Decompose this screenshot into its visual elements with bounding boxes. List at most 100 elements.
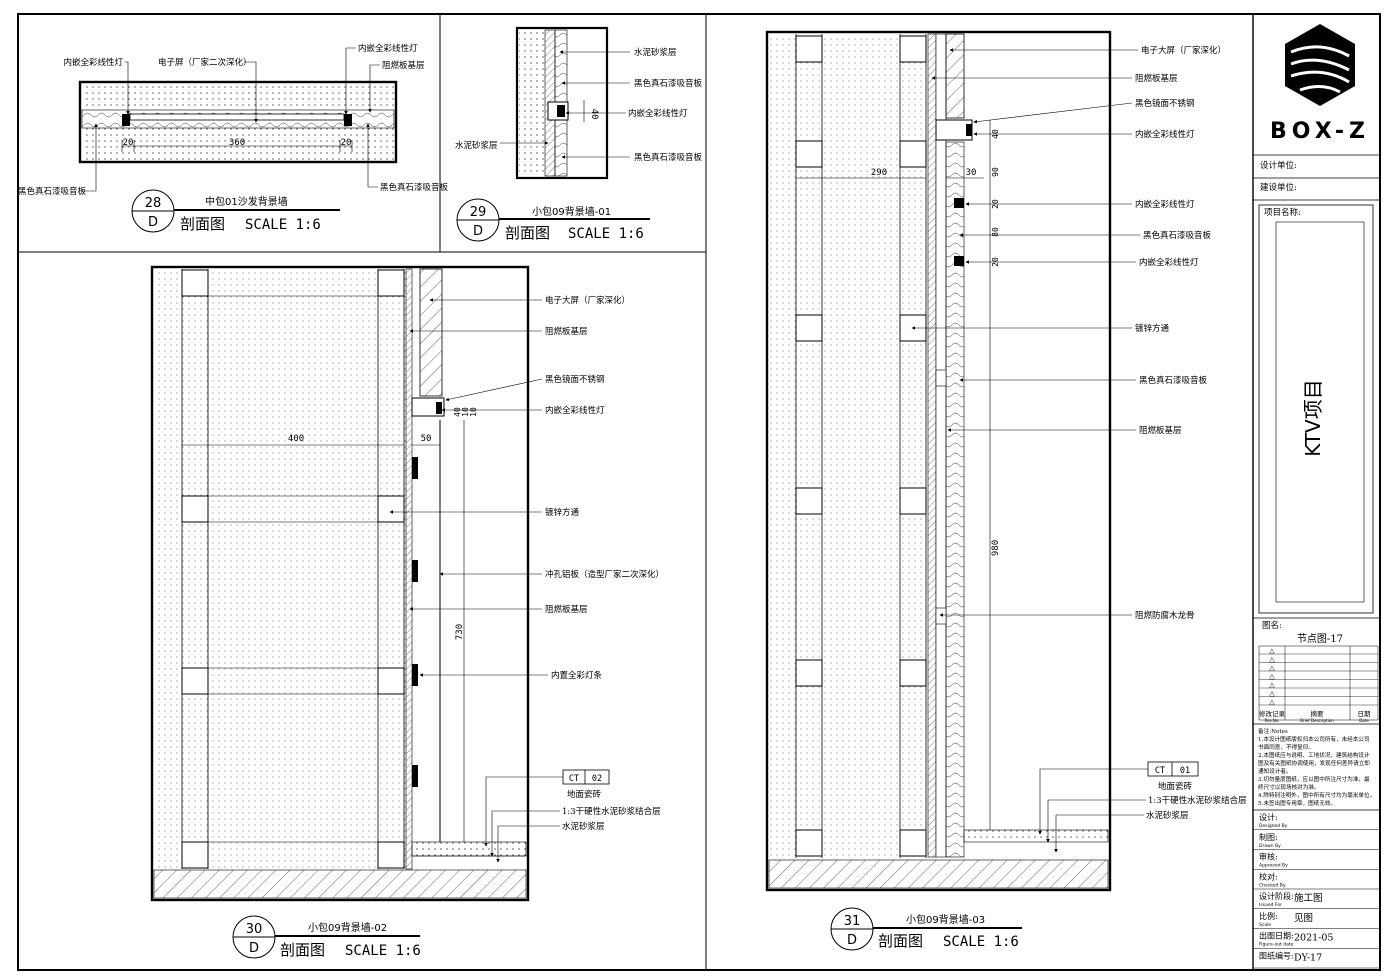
note-line: 4.除特别注明外，图中所有尺寸均为毫米单位。 bbox=[1258, 791, 1375, 799]
revision-mark-header: 修改记录 bbox=[1259, 709, 1286, 718]
led-profile-right bbox=[344, 114, 352, 126]
detail-scale: SCALE 1:6 bbox=[568, 226, 644, 242]
detail-title: 剖面图 bbox=[505, 224, 550, 242]
wall-section-outline bbox=[765, 30, 1112, 892]
leader-label: 1:3干硬性水泥砂浆结合层 bbox=[1148, 795, 1247, 806]
title-block: BOX-Z 设计单位: 建设单位: 项目名称: KTV项目 图名: 节点图-17… bbox=[1253, 24, 1380, 969]
sheet-frame bbox=[17, 13, 1381, 971]
detail-name: 小包09背景墙-02 bbox=[308, 921, 387, 934]
leader-label: 黑色镜面不锈钢 bbox=[1135, 98, 1195, 109]
dim-text: 980 bbox=[991, 540, 1001, 556]
detail-number: 28 bbox=[145, 196, 162, 211]
screen-panel bbox=[129, 113, 345, 121]
info-row-label-en: Drawn By bbox=[1259, 843, 1281, 849]
leader-label: 黑色真石漆吸音板 bbox=[634, 152, 703, 163]
revision-mark-header-en: Rev.No. bbox=[1264, 718, 1279, 723]
brand-logo: BOX-Z bbox=[1270, 24, 1365, 144]
leader-label: 内嵌全彩线性灯 bbox=[1139, 257, 1199, 268]
fire-board-layer bbox=[927, 33, 937, 858]
floor-tile-layer bbox=[411, 841, 527, 857]
revision-desc-header-en: Brief Description bbox=[1300, 718, 1334, 723]
note-line: 书面同意，不得复印。 bbox=[1258, 743, 1314, 751]
leader-label: 内嵌全彩线性灯 bbox=[628, 108, 688, 119]
leader-label: 电子屏（厂家二次深化） bbox=[158, 57, 252, 68]
leader-label: 阻燃防腐木龙骨 bbox=[1135, 610, 1195, 621]
leader-label: 水泥砂浆层 bbox=[562, 821, 605, 832]
galvanized-tube-row bbox=[181, 269, 405, 869]
screen-section bbox=[419, 268, 443, 397]
revision-mark: △ bbox=[1269, 673, 1275, 681]
dim-text: 30 bbox=[966, 168, 977, 178]
wall-section-outline bbox=[515, 26, 609, 180]
leader-label: 内置全彩灯条 bbox=[551, 670, 603, 681]
info-row-label: 图纸编号: bbox=[1259, 950, 1294, 960]
info-row-label-en: Scale bbox=[1259, 922, 1271, 928]
note-line: 通知设计者。 bbox=[1258, 767, 1292, 775]
acoustic-board bbox=[945, 141, 965, 858]
floor-slab bbox=[768, 859, 1109, 889]
info-row-value: DY-17 bbox=[1294, 952, 1322, 963]
material-number: 01 bbox=[1180, 766, 1190, 776]
dim-text: 360 bbox=[229, 138, 245, 148]
info-row-label-en: Checked By bbox=[1259, 882, 1286, 888]
detail-title: 剖面图 bbox=[180, 215, 225, 233]
detail-28: 20 360 20 内嵌全彩线性灯 电子屏（厂家二次深化） 内嵌全彩线性灯 阻燃… bbox=[18, 43, 449, 233]
leader-label: 水泥砂浆层 bbox=[634, 47, 677, 58]
info-row-value: 见图 bbox=[1294, 913, 1313, 924]
revision-date-header-en: Date bbox=[1359, 718, 1369, 723]
material-code: CT bbox=[569, 774, 579, 784]
leader-label: 内嵌全彩线性灯 bbox=[1135, 129, 1195, 140]
info-row-label: 制图: bbox=[1259, 832, 1278, 842]
drawing-name: 节点图-17 bbox=[1297, 633, 1343, 645]
leader-label: 阻燃板基层 bbox=[1135, 73, 1178, 84]
note-line: 3.切勿量度图纸，应以图中所注尺寸为准，最 bbox=[1258, 775, 1370, 783]
dim-text: 80 bbox=[991, 227, 1000, 237]
dim-text: 290 bbox=[871, 168, 887, 178]
fire-board-layer bbox=[405, 268, 413, 870]
revision-mark: △ bbox=[1269, 690, 1275, 698]
dim-text: 50 bbox=[421, 434, 432, 444]
info-row-label-en: Issued For bbox=[1259, 902, 1282, 908]
detail-sheet: D bbox=[148, 215, 158, 230]
info-row-label: 审核: bbox=[1259, 852, 1278, 862]
detail-scale: SCALE 1:6 bbox=[943, 934, 1019, 950]
leader-label: 1:3干硬性水泥砂浆结合层 bbox=[562, 806, 661, 817]
project-name-label: 项目名称: bbox=[1264, 207, 1301, 218]
concrete-fill bbox=[82, 84, 394, 110]
info-row-label: 出图日期: bbox=[1259, 931, 1294, 941]
detail-sheet: D bbox=[847, 933, 857, 948]
revision-date-header: 日期 bbox=[1358, 710, 1372, 718]
note-line: 1.本设计图纸版权归本公司所有，未经本公司 bbox=[1258, 735, 1370, 743]
wall-section-outline bbox=[150, 265, 530, 902]
info-row-label: 校对: bbox=[1259, 871, 1278, 881]
galvanized-tube-row bbox=[795, 35, 927, 857]
leader-label: 内嵌全彩线性灯 bbox=[358, 43, 418, 54]
leader-label: 阻燃板基层 bbox=[1139, 425, 1182, 436]
leader-label: 镀锌方通 bbox=[545, 507, 580, 518]
detail-29: 40 水泥砂浆层 黑色真石漆吸音板 内嵌全彩线性灯 水泥砂浆层 黑色真石漆吸音板… bbox=[455, 26, 703, 242]
revision-mark: △ bbox=[1269, 647, 1275, 655]
detail-number: 31 bbox=[844, 914, 861, 929]
led-profile-left bbox=[122, 114, 130, 126]
designer-unit-label: 设计单位: bbox=[1260, 160, 1297, 171]
leader-label: 水泥砂浆层 bbox=[1146, 810, 1189, 821]
leader-label: 黑色真石漆吸音板 bbox=[1139, 375, 1208, 386]
dim-text: 20 bbox=[123, 138, 134, 148]
note-line: 备注:Notes bbox=[1258, 727, 1288, 735]
detail-title: 剖面图 bbox=[878, 932, 923, 950]
info-row-label: 设计: bbox=[1259, 812, 1278, 822]
detail-sheet: D bbox=[249, 941, 259, 956]
leader-label: 阻燃板基层 bbox=[382, 60, 425, 71]
leader-label: 黑色镜面不锈钢 bbox=[545, 374, 605, 385]
info-row-label-en: Approved By bbox=[1259, 863, 1288, 869]
leader-label: 内嵌全彩线性灯 bbox=[545, 405, 605, 416]
detail-sheet: D bbox=[473, 224, 483, 239]
dim-text: 10 bbox=[469, 407, 478, 417]
leader-label: 冲孔铝板（造型厂家二次深化） bbox=[545, 569, 664, 580]
screen-section bbox=[945, 33, 965, 119]
info-row-value: 施工图 bbox=[1294, 892, 1323, 904]
detail-number: 29 bbox=[470, 205, 487, 220]
revision-table: △△△△△△△ bbox=[1258, 645, 1379, 721]
